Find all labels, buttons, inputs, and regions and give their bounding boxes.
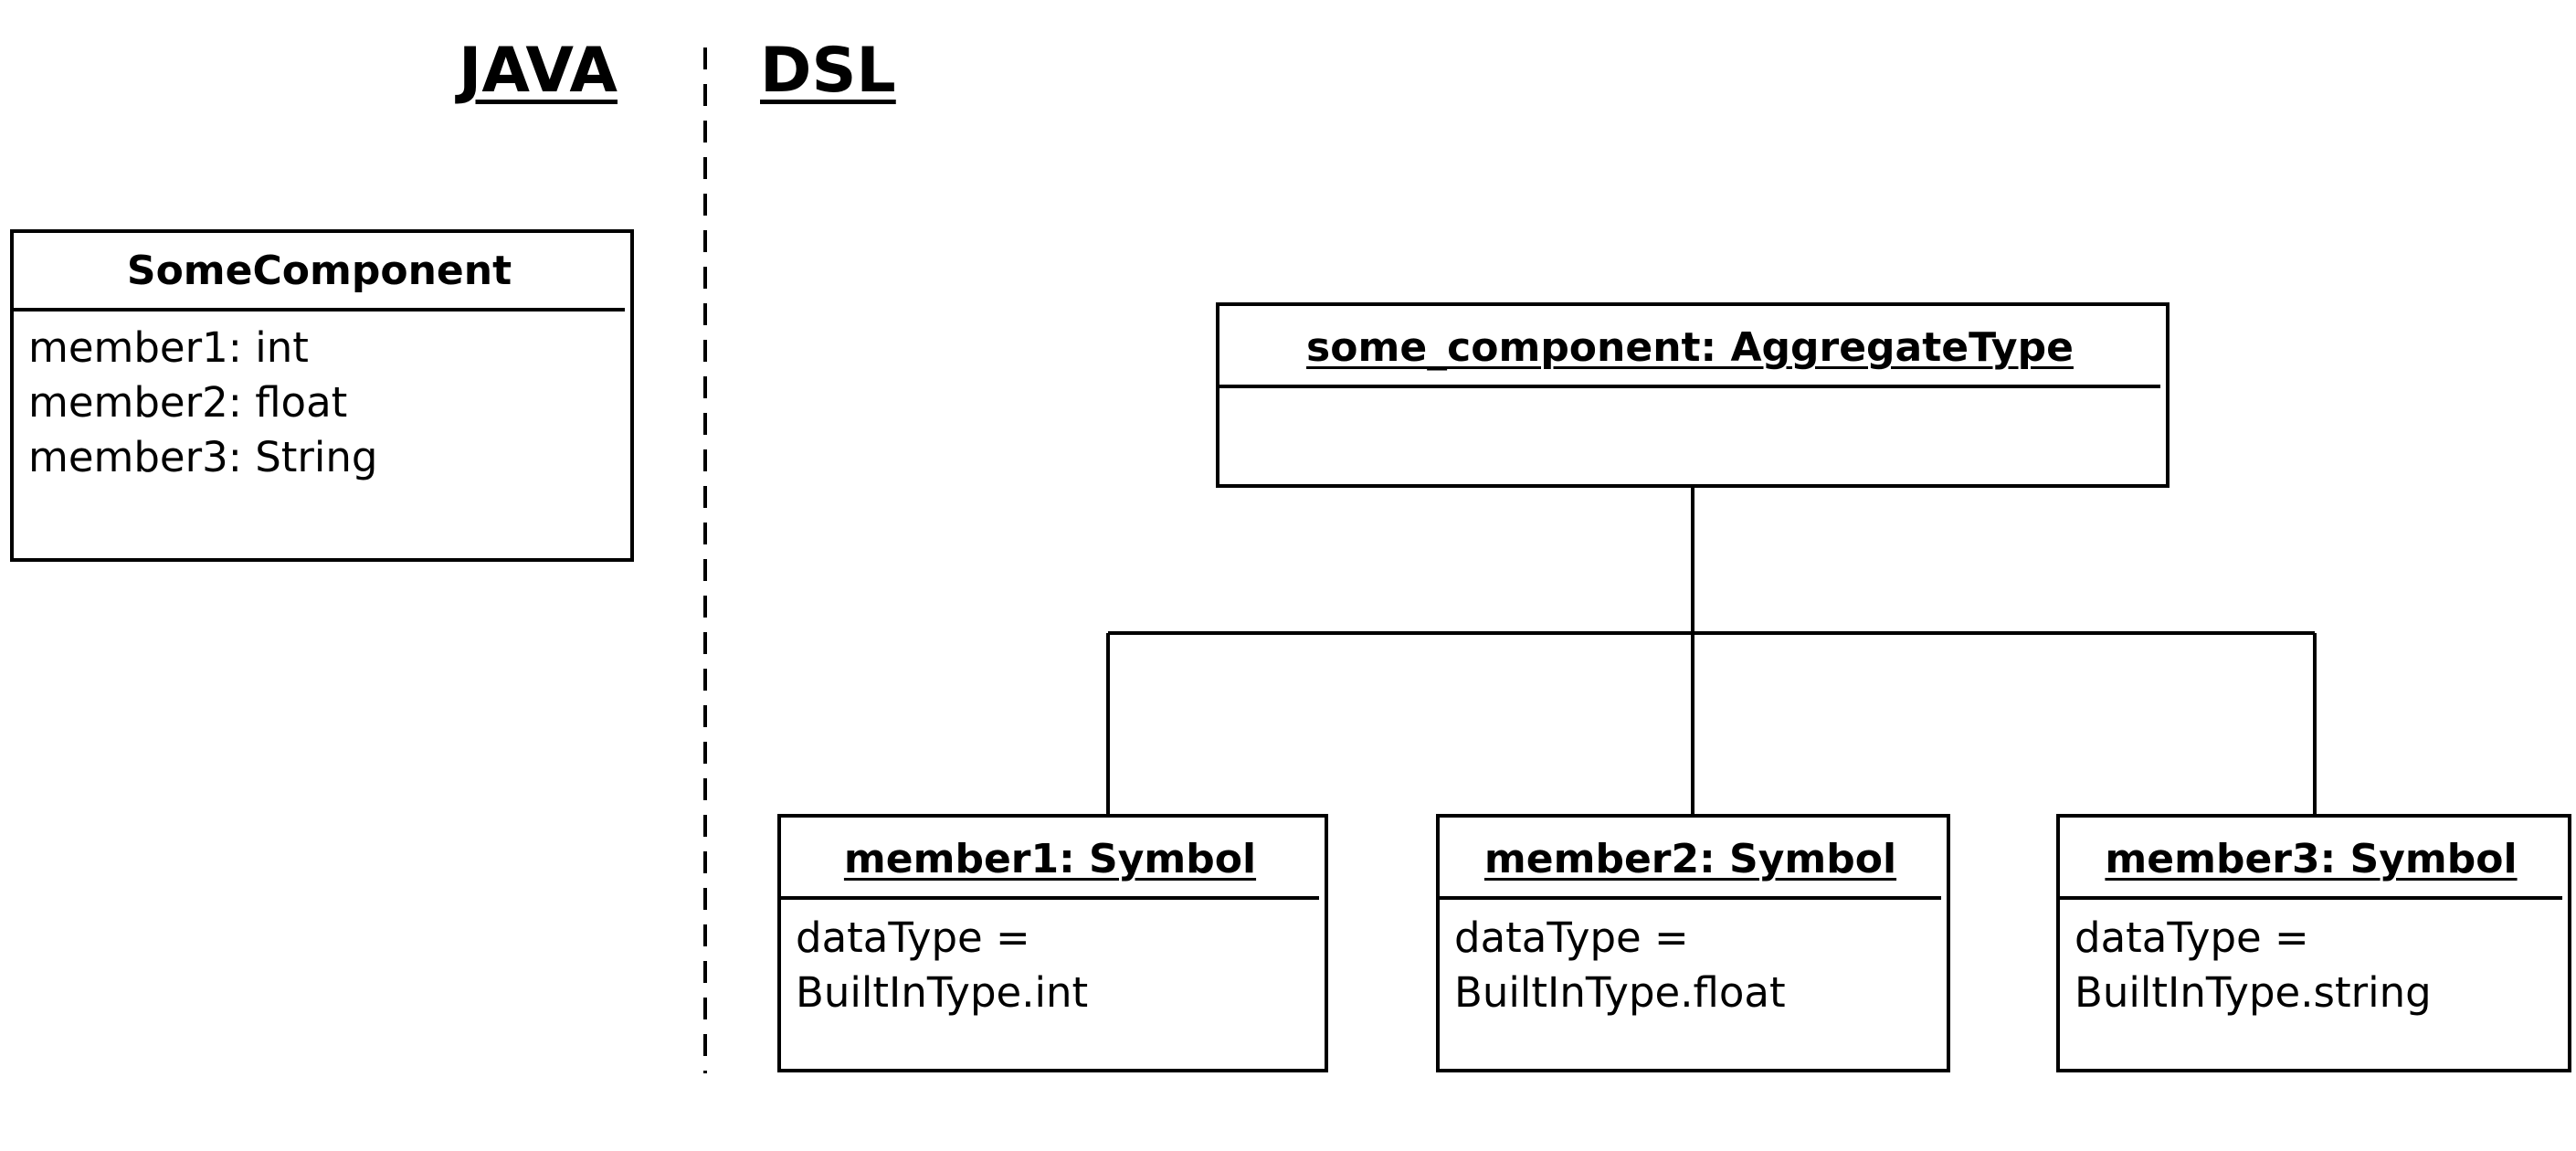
member3-object-box: member3: Symbol dataType = BuiltInType.s… bbox=[2056, 814, 2571, 1072]
member3-object-attributes: dataType = BuiltInType.string bbox=[2060, 900, 2568, 1020]
member1-object-box: member1: Symbol dataType = BuiltInType.i… bbox=[777, 814, 1328, 1072]
dsl-heading: DSL bbox=[760, 35, 896, 107]
aggregate-object-box: some_component: AggregateType bbox=[1216, 302, 2170, 488]
java-class-name: SomeComponent bbox=[14, 233, 625, 312]
java-member-line: member3: String bbox=[28, 433, 378, 481]
attribute-line: dataType = bbox=[2075, 913, 2309, 962]
attribute-line: BuiltInType.string bbox=[2075, 968, 2432, 1017]
attribute-line: dataType = bbox=[796, 913, 1030, 962]
java-heading: JAVA bbox=[459, 35, 618, 107]
member2-object-title: member2: Symbol bbox=[1440, 818, 1941, 900]
member2-object-box: member2: Symbol dataType = BuiltInType.f… bbox=[1436, 814, 1950, 1072]
attribute-line: dataType = bbox=[1454, 913, 1689, 962]
java-member-line: member1: int bbox=[28, 323, 309, 372]
java-member-line: member2: float bbox=[28, 378, 348, 427]
member3-object-title: member3: Symbol bbox=[2060, 818, 2562, 900]
attribute-line: BuiltInType.int bbox=[796, 968, 1089, 1017]
attribute-line: BuiltInType.float bbox=[1454, 968, 1786, 1017]
member1-object-title: member1: Symbol bbox=[781, 818, 1319, 900]
java-class-members: member1: int member2: float member3: Str… bbox=[14, 312, 630, 485]
member2-object-attributes: dataType = BuiltInType.float bbox=[1440, 900, 1947, 1020]
java-class-box: SomeComponent member1: int member2: floa… bbox=[10, 229, 634, 562]
aggregate-object-title: some_component: AggregateType bbox=[1219, 306, 2160, 388]
member1-object-attributes: dataType = BuiltInType.int bbox=[781, 900, 1325, 1020]
